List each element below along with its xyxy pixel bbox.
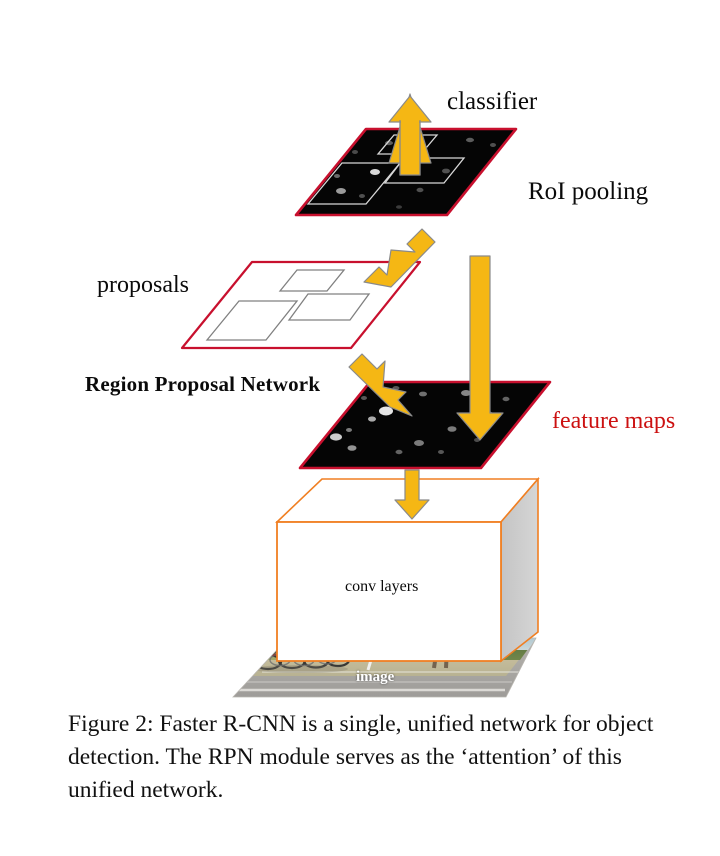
label-roi-pooling: RoI pooling [528,178,649,205]
figure-caption: Figure 2: Faster R-CNN is a single, unif… [68,711,654,803]
feature-maps-plane [298,380,552,470]
proposals-plane [180,260,422,350]
arrow-roi-to-classifier [388,93,432,176]
proposal-box [278,269,346,292]
label-classifier: classifier [447,88,538,115]
label-feature-maps: feature maps [552,408,676,434]
label-conv-layers: conv layers [345,578,419,595]
label-proposals: proposals [97,272,189,298]
roi-box [383,157,466,184]
arrow-feature-maps-to-rpn [348,353,413,417]
proposal-box [205,300,299,341]
proposal-box [287,293,371,321]
arrow-feature-maps-to-roi [456,255,504,441]
label-image: image [356,669,395,685]
architecture-diagram [180,93,552,698]
arrow-conv-to-feature-maps [394,469,430,520]
arrow-proposals-to-roi [363,228,436,288]
label-region-proposal-network: Region Proposal Network [85,372,321,396]
